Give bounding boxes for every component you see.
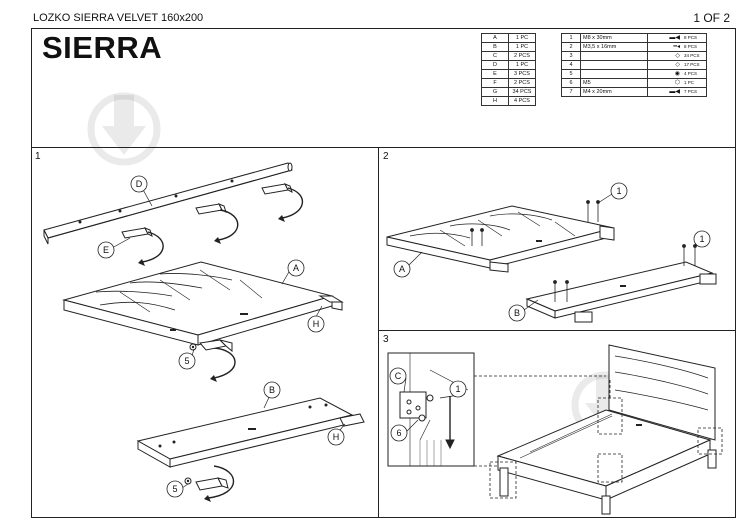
footboard-frame-b — [136, 397, 365, 491]
label-5: 5 — [184, 356, 189, 366]
assembled-bed — [496, 344, 717, 515]
label-1b: 1 — [699, 234, 704, 244]
callout-5b — [166, 480, 184, 498]
callout-h — [307, 315, 325, 333]
callout-a — [287, 259, 305, 277]
bolts-b — [553, 244, 697, 302]
callout-a — [393, 260, 411, 278]
callout-1b — [693, 230, 711, 248]
label-1: 1 — [616, 186, 621, 196]
page-title: SIERRA — [42, 30, 163, 65]
label-h2: H — [333, 432, 340, 442]
rotation-arrows — [141, 187, 304, 499]
brackets-e — [121, 183, 293, 239]
callout-1 — [449, 380, 467, 398]
callout-6 — [390, 424, 408, 442]
label-h: H — [313, 319, 320, 329]
callout-d — [130, 175, 148, 193]
product-name: LOZKO SIERRA VELVET 160x200 — [33, 12, 204, 24]
step-3-number: 3 — [383, 334, 389, 345]
part-qty: 4 PCS — [508, 96, 536, 106]
label-c: C — [395, 371, 402, 381]
label-e: E — [103, 245, 109, 255]
callout-c — [389, 367, 407, 385]
step-3-panel — [378, 330, 736, 518]
label-a: A — [293, 263, 299, 273]
step-2-number: 2 — [383, 151, 389, 162]
bolt-icon: ▬◀ — [647, 87, 682, 97]
label-b: B — [514, 308, 520, 318]
callout-1 — [610, 182, 628, 200]
label-1: 1 — [455, 384, 460, 394]
callout-b — [263, 381, 281, 399]
footboard-frame-b — [525, 261, 717, 323]
headboard-panel-a — [386, 205, 615, 273]
label-b: B — [269, 385, 275, 395]
detail-inset — [387, 352, 475, 467]
label-a: A — [399, 264, 405, 274]
callout-b — [508, 304, 526, 322]
label-5b: 5 — [172, 484, 177, 494]
rail-d — [43, 162, 293, 245]
hardware-qty: 7 PCS — [682, 87, 707, 97]
step-1-number: 1 — [35, 151, 41, 162]
headboard-panel-a — [62, 261, 344, 353]
label-d: D — [136, 179, 143, 189]
hardware-spec: M4 x 20mm — [580, 87, 648, 97]
callout-e — [97, 241, 115, 259]
callout-5 — [178, 352, 196, 370]
label-6: 6 — [396, 428, 401, 438]
callout-h2 — [327, 428, 345, 446]
dashed-highlights — [474, 375, 723, 499]
page-indicator: 1 OF 2 — [693, 11, 730, 25]
